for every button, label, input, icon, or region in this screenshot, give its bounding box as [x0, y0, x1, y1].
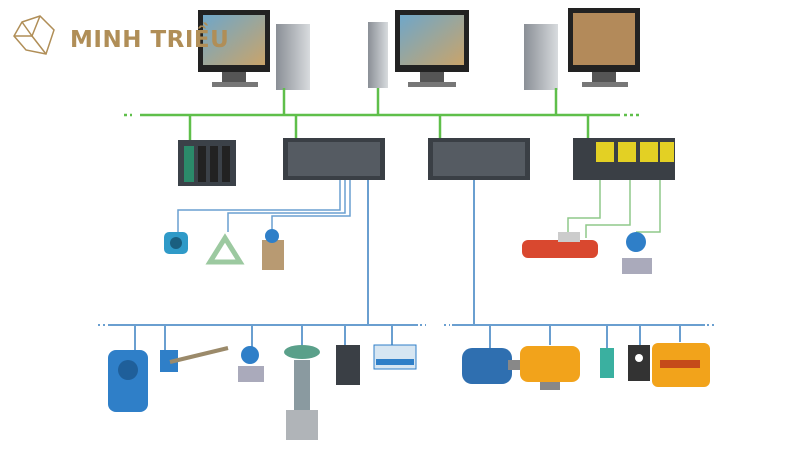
pressure-transmitter	[622, 232, 652, 274]
control-network-bus	[124, 88, 640, 140]
level-transmitter	[108, 350, 148, 412]
controller-rack-1	[178, 140, 236, 186]
electric-actuator-orange	[652, 343, 710, 387]
vortex-flowmeter	[262, 229, 284, 270]
electric-motor	[462, 348, 520, 384]
controller-rack-2	[283, 138, 385, 180]
control-valve	[284, 345, 320, 440]
transmitter-device	[164, 232, 188, 254]
workstation-2	[368, 10, 469, 88]
pressure-transmitter-2	[238, 346, 264, 382]
gateway-module	[373, 344, 417, 370]
valve-actuator-orange	[520, 346, 580, 390]
actuator-red	[522, 232, 598, 258]
workstation-3	[524, 8, 640, 90]
field-wiring-rack-4	[567, 180, 661, 238]
controller-rack-4	[573, 138, 675, 180]
proximity-sensor	[600, 348, 614, 378]
field-bus-right	[444, 324, 715, 348]
temperature-sensor	[160, 346, 229, 372]
io-module	[336, 345, 360, 385]
controller-rack-3	[428, 138, 530, 180]
watermark-logo-text: MINH TRIỀU	[70, 27, 230, 53]
field-wiring-rack-2	[177, 180, 475, 325]
motor-starter	[628, 345, 650, 381]
field-bus-left	[98, 324, 426, 350]
coriolis-flowmeter	[205, 233, 245, 265]
workstation-1	[198, 10, 310, 90]
logo-crystal-icon	[13, 15, 55, 55]
